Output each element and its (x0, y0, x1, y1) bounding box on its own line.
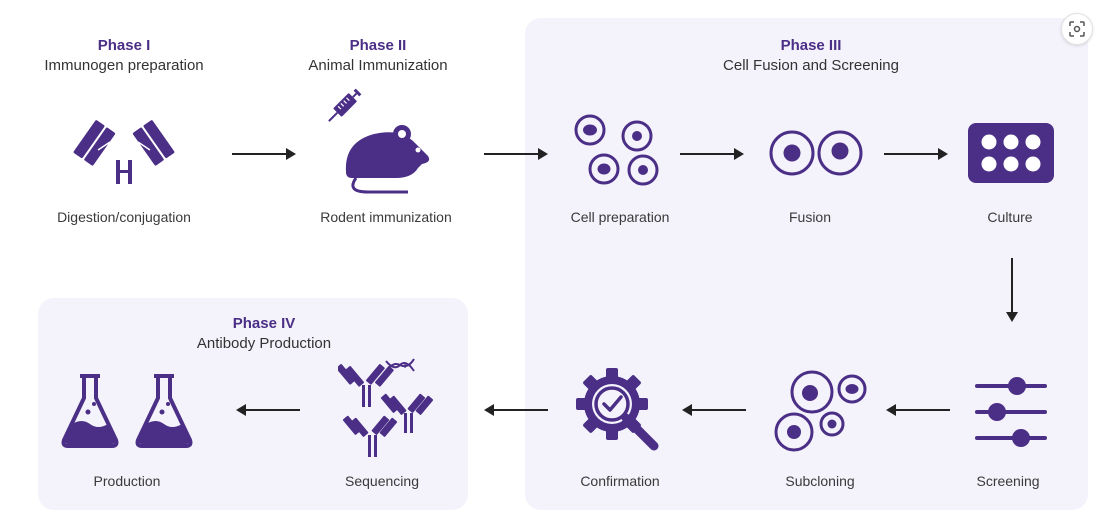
culture-plate-icon (968, 123, 1054, 183)
arrow-right-1 (232, 148, 296, 160)
arrow-left-3 (484, 404, 548, 416)
step-label-fusion: Fusion (788, 209, 832, 225)
phase-3-subtitle: Cell Fusion and Screening (723, 57, 899, 74)
step-label-cell-preparation: Cell preparation (570, 209, 670, 225)
step-label-confirmation: Confirmation (580, 473, 660, 489)
step-label-sequencing: Sequencing (345, 473, 419, 489)
step-label-rodent: Rodent immunization (320, 209, 452, 225)
sliders-icon (975, 377, 1047, 447)
arrow-left-4 (236, 404, 300, 416)
phase-2-name: Phase II (349, 37, 407, 54)
step-label-screening: Screening (976, 473, 1040, 489)
phase-3-name: Phase III (780, 37, 842, 54)
scan-button[interactable] (1061, 13, 1093, 45)
step-label-culture: Culture (987, 209, 1033, 225)
phase-4-title: Phase IV Antibody Production (197, 314, 331, 354)
arrow-right-3 (680, 148, 744, 160)
phase-4-name: Phase IV (232, 315, 296, 332)
arrow-left-2 (682, 404, 746, 416)
gear-magnifier-icon (576, 368, 659, 451)
phase-4-subtitle: Antibody Production (196, 335, 332, 352)
arrow-down (1006, 258, 1018, 322)
arrow-right-4 (884, 148, 948, 160)
scan-icon (1069, 21, 1085, 37)
phase-1-title: Phase I Immunogen preparation (44, 36, 203, 76)
antibody-icon (73, 120, 175, 184)
phase-2-title: Phase II Animal Immunization (308, 36, 447, 76)
step-label-subcloning: Subcloning (785, 473, 855, 489)
phase-1-subtitle: Immunogen preparation (44, 57, 204, 74)
arrow-right-2 (484, 148, 548, 160)
phase-1-name: Phase I (97, 37, 151, 54)
mouse-icon (345, 125, 430, 194)
phase-2-subtitle: Animal Immunization (308, 57, 448, 74)
step-label-production: Production (93, 473, 161, 489)
phase-3-title: Phase III Cell Fusion and Screening (723, 36, 899, 76)
subcloning-cells-icon (774, 370, 867, 452)
cells-icon (574, 114, 659, 186)
syringe-icon (328, 88, 362, 122)
step-label-digestion: Digestion/conjugation (57, 209, 191, 225)
antibody-dna-icon (338, 358, 434, 457)
arrow-left-1 (886, 404, 950, 416)
flask-icon (61, 374, 193, 448)
fusion-cells-icon (769, 130, 863, 176)
